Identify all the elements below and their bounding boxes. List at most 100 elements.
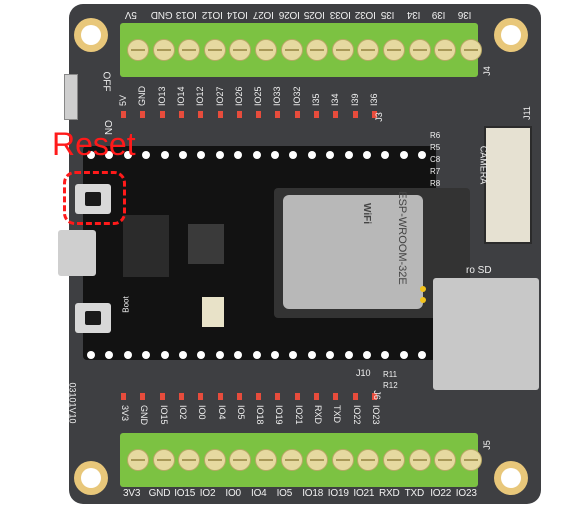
- top-header-label: I39: [432, 9, 446, 20]
- terminal-screw: [203, 39, 226, 61]
- bottom-terminal-label: IO2: [199, 488, 216, 499]
- module-shield: [283, 195, 423, 309]
- terminal-screw: [383, 39, 405, 61]
- terminal-screw: [331, 449, 354, 471]
- bottom-terminal-label: IO18: [302, 488, 324, 499]
- header-hole: [344, 151, 353, 159]
- header-hole: [215, 151, 224, 159]
- bottom-row-label: TXD: [332, 405, 343, 423]
- header-hole: [289, 351, 298, 359]
- terminal-screw: [255, 449, 277, 471]
- top-row-label: GND: [137, 86, 148, 106]
- header-hole: [399, 151, 408, 159]
- header-hole: [197, 351, 206, 359]
- top-header-label: IO33: [329, 9, 351, 20]
- terminal-screw: [459, 39, 482, 61]
- header-pin: [352, 111, 358, 118]
- component-label: R7: [430, 167, 441, 176]
- header-pin: [371, 393, 377, 400]
- component-label: C8: [430, 155, 441, 164]
- terminal-screw: [178, 449, 201, 471]
- power-switch[interactable]: [64, 74, 78, 120]
- regulator-chip: [188, 224, 224, 264]
- header-hole: [142, 151, 151, 159]
- header-hole: [289, 151, 298, 159]
- bottom-terminal-label: IO21: [353, 488, 375, 499]
- terminal-screw: [306, 39, 329, 61]
- connector-j11-label: J11: [521, 106, 532, 120]
- terminal-screw: [383, 449, 405, 471]
- terminal-screw: [459, 449, 482, 471]
- header-hole: [234, 151, 243, 159]
- header-pin: [294, 393, 300, 400]
- component-label: R8: [430, 179, 441, 188]
- mounting-hole-bottom-left: [74, 461, 108, 495]
- header-hole: [271, 351, 279, 359]
- header-hole: [142, 351, 151, 359]
- micro-sd-slot[interactable]: [433, 278, 539, 390]
- connector-j6-label: J6: [371, 390, 382, 400]
- terminal-screw: [203, 449, 226, 471]
- top-row-label: I36: [368, 93, 379, 106]
- component-label: R6: [430, 131, 441, 140]
- top-row-label: IO14: [175, 86, 186, 106]
- terminal-screw: [255, 39, 277, 61]
- header-pin: [371, 111, 377, 118]
- header-pin: [236, 393, 242, 400]
- header-hole: [105, 351, 114, 359]
- header-pin: [140, 111, 146, 118]
- top-row-label: IO12: [195, 86, 206, 106]
- reset-button[interactable]: [75, 184, 111, 214]
- terminal-screw: [357, 449, 380, 471]
- boot-button[interactable]: [75, 303, 111, 333]
- header-hole: [363, 351, 371, 359]
- header-pin: [352, 393, 358, 400]
- bottom-terminal-label: IO4: [251, 488, 267, 499]
- header-pin: [217, 393, 223, 400]
- header-hole: [363, 151, 371, 159]
- boot-label: Boot: [121, 296, 131, 313]
- header-hole: [123, 351, 132, 359]
- header-hole: [252, 151, 261, 159]
- mounting-hole-bottom-right: [494, 461, 528, 495]
- top-header-label: IO27: [253, 9, 274, 20]
- top-header-label: GND: [150, 9, 173, 20]
- bottom-row-label: IO21: [293, 405, 304, 425]
- bottom-terminal-label: 3V3: [123, 488, 141, 499]
- header-pin: [256, 111, 262, 118]
- reset-highlight-box: [63, 171, 126, 225]
- header-pin: [121, 111, 126, 118]
- header-hole: [344, 351, 353, 359]
- bottom-terminal-label: IO0: [225, 488, 241, 499]
- header-pin: [121, 393, 126, 400]
- terminal-screw: [229, 39, 252, 61]
- bottom-row-label: IO15: [158, 405, 169, 425]
- bottom-terminal-label: IO22: [430, 488, 452, 499]
- header-hole: [326, 351, 335, 359]
- bottom-terminal-label: GND: [148, 488, 171, 499]
- top-header-label: I35: [381, 9, 395, 20]
- micro-usb-port[interactable]: [58, 230, 96, 276]
- terminal-screw: [280, 39, 303, 61]
- terminal-screw: [127, 449, 149, 471]
- header-pin: [178, 393, 184, 400]
- header-pin: [159, 111, 165, 118]
- sd-label: ro SD: [466, 265, 492, 276]
- top-row-label: IO26: [233, 86, 244, 106]
- top-row-label: IO25: [253, 86, 264, 106]
- module-name-label: ESP-WROOM-32E: [395, 191, 408, 285]
- header-hole: [381, 351, 390, 359]
- header-pin: [275, 111, 281, 118]
- bottom-row-label: IO22: [351, 405, 362, 425]
- terminal-screw: [178, 39, 201, 61]
- top-row-label: IO27: [214, 86, 225, 106]
- header-hole: [271, 151, 279, 159]
- bottom-row-label: IO0: [197, 405, 208, 420]
- top-header-label: IO12: [201, 9, 223, 20]
- header-pin: [275, 393, 281, 400]
- bottom-row-label: RXD: [313, 405, 323, 425]
- header-pin: [333, 393, 339, 400]
- terminal-screw: [229, 449, 252, 471]
- header-pin: [236, 111, 242, 118]
- header-pin: [198, 393, 204, 400]
